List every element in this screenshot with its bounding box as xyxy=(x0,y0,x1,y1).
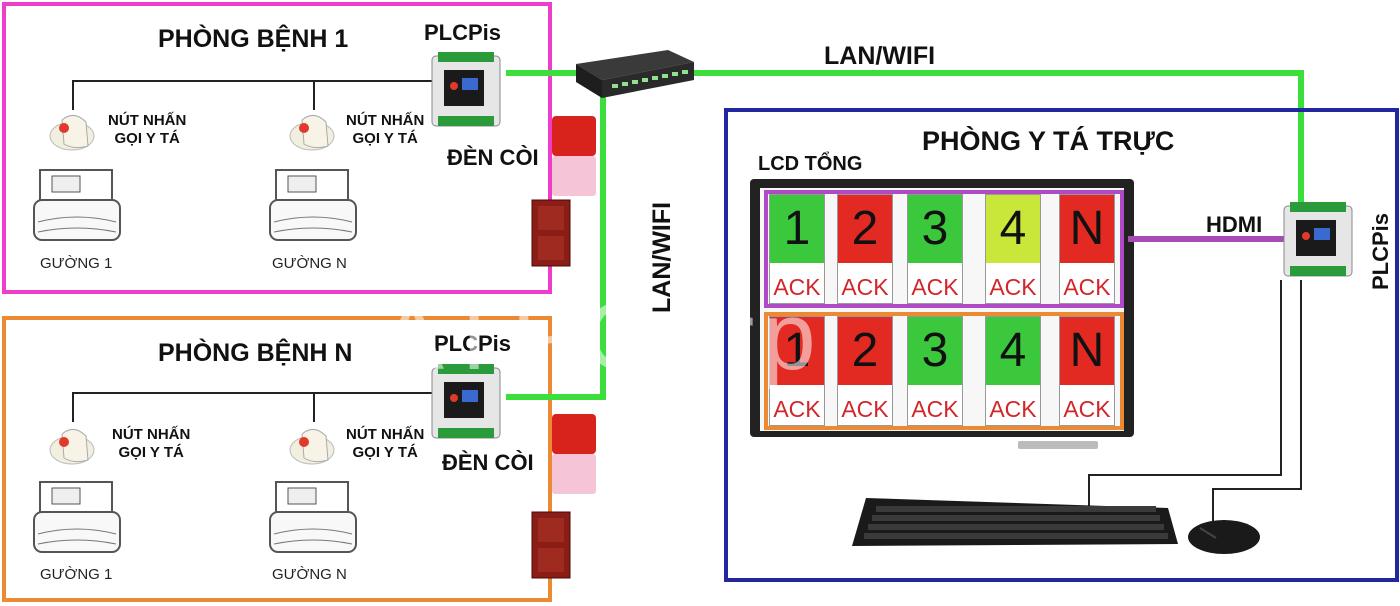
wire-drop-bed-n xyxy=(313,392,315,422)
lan-link-nurse-drop xyxy=(1298,70,1304,210)
lan-link-vertical xyxy=(600,90,606,400)
hospital-bed-icon xyxy=(269,481,357,553)
door-icon xyxy=(531,511,571,579)
lan-wifi-label: LAN/WIFI xyxy=(824,42,936,70)
lcd-ack-label[interactable]: ACK xyxy=(773,396,821,422)
bed-label: GƯỜNG 1 xyxy=(40,255,113,272)
call-bus-wire-room-n xyxy=(72,392,432,394)
patient-room-n xyxy=(2,316,552,602)
call-button-label: GỌI Y TÁ xyxy=(352,130,418,147)
keyboard-icon xyxy=(852,498,1178,546)
call-button-label: NÚT NHẤN xyxy=(346,112,425,129)
nurse-plc-label: PLCPis xyxy=(1368,212,1393,290)
alarm-siren-icon xyxy=(552,414,596,494)
lcd-call-number: 2 xyxy=(838,317,892,385)
lcd-call-number: 3 xyxy=(908,317,962,385)
hdmi-label: HDMI xyxy=(1206,212,1263,237)
call-button-icon xyxy=(49,115,95,151)
lan-link-room-1 xyxy=(506,70,578,76)
alarm-label: ĐÈN CÒI xyxy=(447,145,539,170)
plc-device-icon xyxy=(431,52,501,127)
lcd-call-cell[interactable]: N ACK xyxy=(1059,194,1115,304)
room-1-title: PHÒNG BỆNH 1 xyxy=(158,25,349,53)
hdmi-cable xyxy=(1128,236,1288,242)
keyboard-cable xyxy=(1280,280,1282,476)
lcd-call-cell[interactable]: N ACK xyxy=(1059,316,1115,426)
lcd-ack-label[interactable]: ACK xyxy=(911,396,959,422)
hospital-bed-icon xyxy=(269,169,357,241)
lcd-call-number: 1 xyxy=(770,195,824,263)
lcd-call-number: 4 xyxy=(986,195,1040,263)
lan-link-nurse-station xyxy=(692,70,1304,76)
lcd-call-number: 3 xyxy=(908,195,962,263)
alarm-siren-icon xyxy=(552,116,596,196)
lcd-row-room-1-frame xyxy=(764,190,1124,308)
nurse-station-room xyxy=(724,108,1399,582)
lcd-ack-label[interactable]: ACK xyxy=(841,396,889,422)
lcd-call-number: N xyxy=(1060,317,1114,385)
lcd-ack-label[interactable]: ACK xyxy=(773,274,821,300)
mouse-cable xyxy=(1212,488,1214,522)
bed-label: GƯỜNG 1 xyxy=(40,566,113,583)
lcd-ack-label[interactable]: ACK xyxy=(989,396,1037,422)
lcd-call-number: 4 xyxy=(986,317,1040,385)
patient-room-1 xyxy=(2,2,552,294)
call-button-icon xyxy=(49,429,95,465)
call-button-label: NÚT NHẤN xyxy=(112,426,191,443)
call-bus-wire-room-1 xyxy=(72,80,432,82)
call-button-label: NÚT NHẤN xyxy=(108,112,187,129)
mouse-icon xyxy=(1188,520,1260,554)
call-button-label: NÚT NHẤN xyxy=(346,426,425,443)
mouse-cable xyxy=(1300,280,1302,490)
lcd-ack-label[interactable]: ACK xyxy=(841,274,889,300)
room-n-plc-label: PLCPis xyxy=(434,331,512,356)
nurse-station-title: PHÒNG Y TÁ TRỰC xyxy=(922,126,1175,156)
alarm-label: ĐÈN CÒI xyxy=(442,450,534,475)
network-switch-icon xyxy=(576,50,694,98)
door-icon xyxy=(531,199,571,267)
watermark: ATPCorp xyxy=(380,283,824,390)
plc-device-icon xyxy=(431,364,501,439)
bed-label: GƯỜNG N xyxy=(272,255,347,272)
wire-drop-bed-1 xyxy=(72,392,74,422)
call-button-icon xyxy=(289,115,335,151)
lcd-ack-label[interactable]: ACK xyxy=(1063,396,1111,422)
lcd-ack-label[interactable]: ACK xyxy=(911,274,959,300)
plc-device-icon xyxy=(1283,202,1353,277)
call-button-label: GỌI Y TÁ xyxy=(352,444,418,461)
bed-label: GƯỜNG N xyxy=(272,566,347,583)
mouse-cable xyxy=(1212,488,1302,490)
lcd-label: LCD TỔNG xyxy=(758,153,863,175)
lcd-row-room-n-frame xyxy=(764,312,1124,430)
lcd-call-number: N xyxy=(1060,195,1114,263)
lcd-call-number: 1 xyxy=(770,317,824,385)
room-1-plc-label: PLCPis xyxy=(424,20,502,45)
lcd-ack-label[interactable]: ACK xyxy=(1063,274,1111,300)
call-button-label: GỌI Y TÁ xyxy=(118,444,184,461)
hospital-bed-icon xyxy=(33,481,121,553)
room-n-title: PHÒNG BỆNH N xyxy=(158,339,353,367)
keyboard-cable xyxy=(1088,474,1282,476)
call-button-label: GỌI Y TÁ xyxy=(114,130,180,147)
wire-drop-bed-1 xyxy=(72,80,74,110)
lan-link-room-n xyxy=(506,394,606,400)
monitor-stand xyxy=(1018,441,1098,449)
call-button-icon xyxy=(289,429,335,465)
lcd-call-number: 2 xyxy=(838,195,892,263)
keyboard-cable xyxy=(1088,474,1090,508)
hospital-bed-icon xyxy=(33,169,121,241)
wire-drop-bed-n xyxy=(313,80,315,110)
lcd-ack-label[interactable]: ACK xyxy=(989,274,1037,300)
